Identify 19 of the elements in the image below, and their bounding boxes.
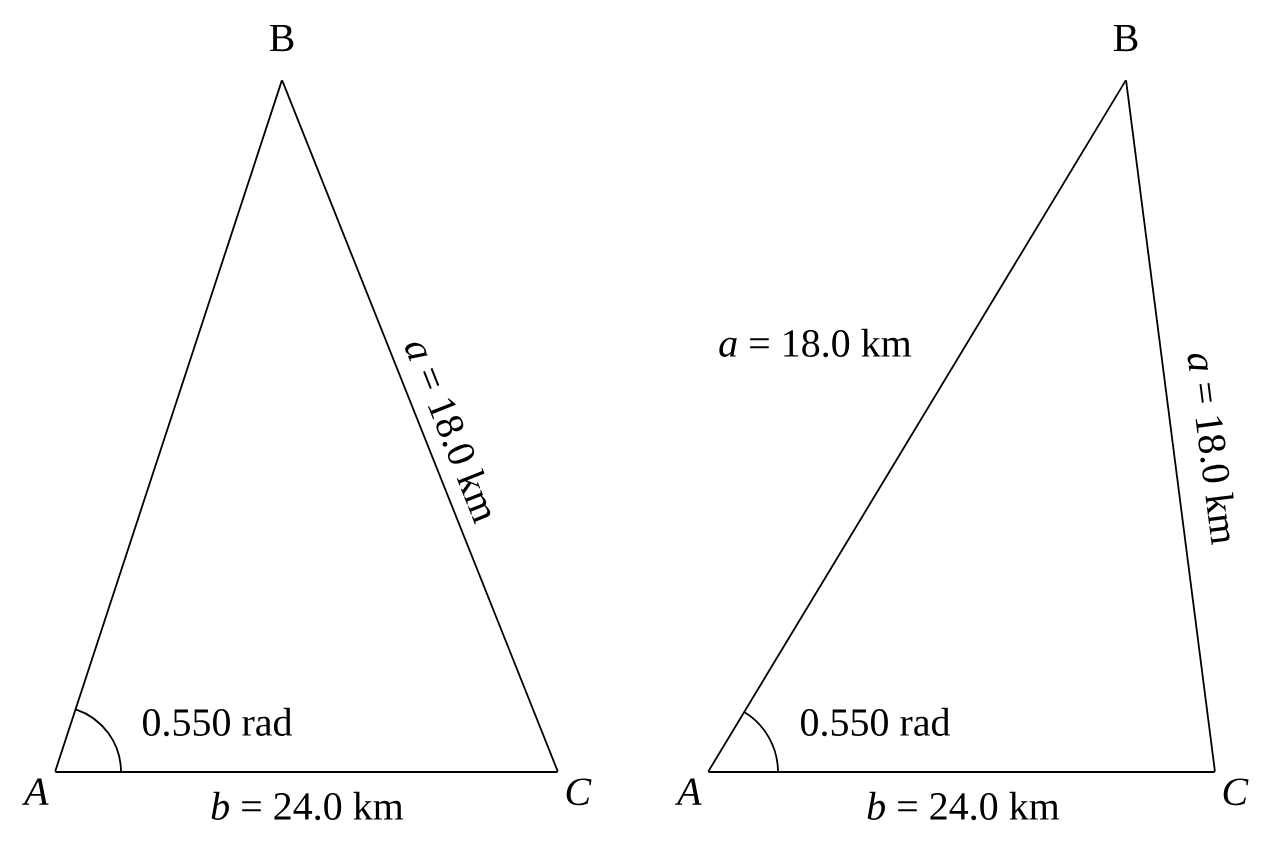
triangle-side [54, 79, 283, 773]
angle-label: 0.550 rad [801, 707, 951, 737]
edge-label: a = 18.0 km [400, 332, 504, 528]
vertex-label: B [1113, 24, 1138, 52]
edge-label: a = 18.0 km [716, 326, 914, 360]
angle-label: 0.550 rad [143, 707, 293, 737]
edge-label: b = 24.0 km [864, 789, 1062, 823]
vertex-label: A [21, 778, 49, 805]
vertex-label: C [566, 778, 592, 806]
triangle-side [281, 79, 559, 773]
triangle-side [1125, 79, 1216, 773]
edge-label: a = 18.0 km [1184, 347, 1242, 549]
vertex-label: B [269, 24, 294, 52]
edge-label: b = 24.0 km [208, 789, 406, 823]
triangle-side [54, 771, 559, 773]
vertex-label: C [1223, 778, 1249, 806]
triangle-side [707, 79, 1127, 773]
triangle-side [707, 771, 1216, 773]
vertex-label: A [674, 778, 702, 805]
